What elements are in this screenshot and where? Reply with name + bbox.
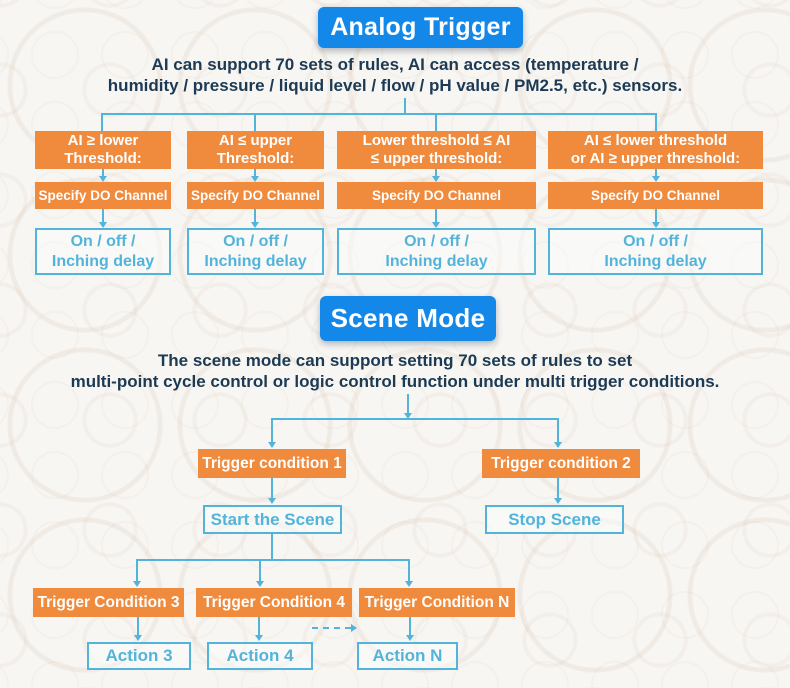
condition-label: or AI ≥ upper threshold: xyxy=(570,150,741,167)
connector-line xyxy=(254,113,256,131)
output-label: On / off / xyxy=(223,232,288,250)
condition-label: Threshold: xyxy=(64,150,142,167)
arrow-down-icon xyxy=(99,176,107,182)
trigger-condition-1-box: Trigger condition 1 xyxy=(198,449,346,478)
connector-line xyxy=(557,478,559,499)
start-scene-box: Start the Scene xyxy=(203,505,342,534)
specify-do-channel-box-4: Specify DO Channel xyxy=(548,182,763,209)
connector-line xyxy=(435,209,437,223)
connector-line xyxy=(254,169,256,177)
analog-description-line2: humidity / pressure / liquid level / flo… xyxy=(107,76,683,95)
arrow-down-icon xyxy=(99,222,107,228)
scene-description: The scene mode can support setting 70 se… xyxy=(0,350,790,392)
analog-condition-box-1: AI ≥ lower Threshold: xyxy=(35,131,171,169)
connector-line xyxy=(137,559,410,561)
connector-line xyxy=(407,394,409,414)
connector-line xyxy=(259,559,261,582)
connector-line xyxy=(102,169,104,177)
arrow-down-icon xyxy=(554,498,562,504)
output-box-2: On / off / Inching delay xyxy=(187,228,324,275)
trigger-condition-2-box: Trigger condition 2 xyxy=(482,449,640,478)
arrow-down-icon xyxy=(405,581,413,587)
scene-mode-title: Scene Mode xyxy=(320,296,496,341)
arrow-down-icon xyxy=(554,442,562,448)
scene-description-line2: multi-point cycle control or logic contr… xyxy=(70,372,720,391)
arrow-down-icon xyxy=(133,581,141,587)
connector-line xyxy=(271,534,273,560)
scene-description-line1: The scene mode can support setting 70 se… xyxy=(157,351,633,370)
connector-line xyxy=(137,617,139,636)
action-n-box: Action N xyxy=(357,642,458,670)
analog-condition-box-3: Lower threshold ≤ AI ≤ upper threshold: xyxy=(337,131,536,169)
output-label: On / off / xyxy=(70,232,136,250)
connector-line xyxy=(254,209,256,223)
connector-line xyxy=(136,559,138,582)
specify-do-channel-box-3: Specify DO Channel xyxy=(337,182,536,209)
output-box-4: On / off / Inching delay xyxy=(548,228,763,275)
arrow-down-icon xyxy=(432,222,440,228)
trigger-condition-3-box: Trigger Condition 3 xyxy=(33,588,184,617)
condition-label: AI ≤ lower threshold xyxy=(583,132,728,149)
arrow-down-icon xyxy=(251,176,259,182)
action-3-box: Action 3 xyxy=(87,642,191,670)
analog-trigger-title: Analog Trigger xyxy=(318,7,523,48)
connector-line xyxy=(271,478,273,499)
condition-label: ≤ upper threshold: xyxy=(370,150,503,167)
analog-description-line1: AI can support 70 sets of rules, AI can … xyxy=(151,55,639,74)
arrow-down-icon xyxy=(652,222,660,228)
output-box-1: On / off / Inching delay xyxy=(35,228,171,275)
connector-line xyxy=(258,617,260,636)
connector-line xyxy=(408,559,410,582)
output-box-3: On / off / Inching delay xyxy=(337,228,536,275)
arrow-down-icon xyxy=(251,222,259,228)
output-label: On / off / xyxy=(623,232,688,250)
specify-do-channel-box-1: Specify DO Channel xyxy=(35,182,171,209)
output-label: Inching delay xyxy=(204,252,307,270)
condition-label: Lower threshold ≤ AI xyxy=(362,132,511,149)
arrow-down-icon xyxy=(404,413,412,419)
stop-scene-box: Stop Scene xyxy=(485,505,624,534)
trigger-condition-4-box: Trigger Condition 4 xyxy=(196,588,352,617)
output-label: Inching delay xyxy=(385,252,488,270)
output-label: On / off / xyxy=(404,232,469,250)
connector-line xyxy=(409,617,411,636)
condition-label: Threshold: xyxy=(216,150,295,167)
arrow-down-icon xyxy=(406,635,414,641)
connector-line xyxy=(101,113,103,131)
trigger-condition-n-box: Trigger Condition N xyxy=(359,588,515,617)
arrow-down-icon xyxy=(268,442,276,448)
connector-line xyxy=(435,113,437,131)
dashed-connector-line xyxy=(312,627,351,629)
connector-line xyxy=(557,418,559,443)
arrow-down-icon xyxy=(134,635,142,641)
connector-line xyxy=(655,169,657,177)
specify-do-channel-box-2: Specify DO Channel xyxy=(187,182,324,209)
connector-line xyxy=(102,113,657,115)
arrow-down-icon xyxy=(256,581,264,587)
connector-line xyxy=(435,169,437,177)
connector-line xyxy=(655,209,657,223)
connector-line xyxy=(102,209,104,223)
analog-condition-box-4: AI ≤ lower threshold or AI ≥ upper thres… xyxy=(548,131,763,169)
arrow-down-icon xyxy=(652,176,660,182)
analog-condition-box-2: AI ≤ upper Threshold: xyxy=(187,131,324,169)
arrow-down-icon xyxy=(268,498,276,504)
connector-line xyxy=(404,98,406,115)
connector-line xyxy=(272,418,559,420)
arrow-down-icon xyxy=(432,176,440,182)
action-4-box: Action 4 xyxy=(207,642,313,670)
analog-description: AI can support 70 sets of rules, AI can … xyxy=(0,54,790,96)
output-label: Inching delay xyxy=(51,252,155,270)
output-label: Inching delay xyxy=(604,252,707,270)
condition-label: AI ≥ lower xyxy=(67,132,139,149)
connector-line xyxy=(655,113,657,131)
arrow-right-icon xyxy=(351,624,357,632)
arrow-down-icon xyxy=(255,635,263,641)
condition-label: AI ≤ upper xyxy=(218,132,293,149)
connector-line xyxy=(271,418,273,443)
